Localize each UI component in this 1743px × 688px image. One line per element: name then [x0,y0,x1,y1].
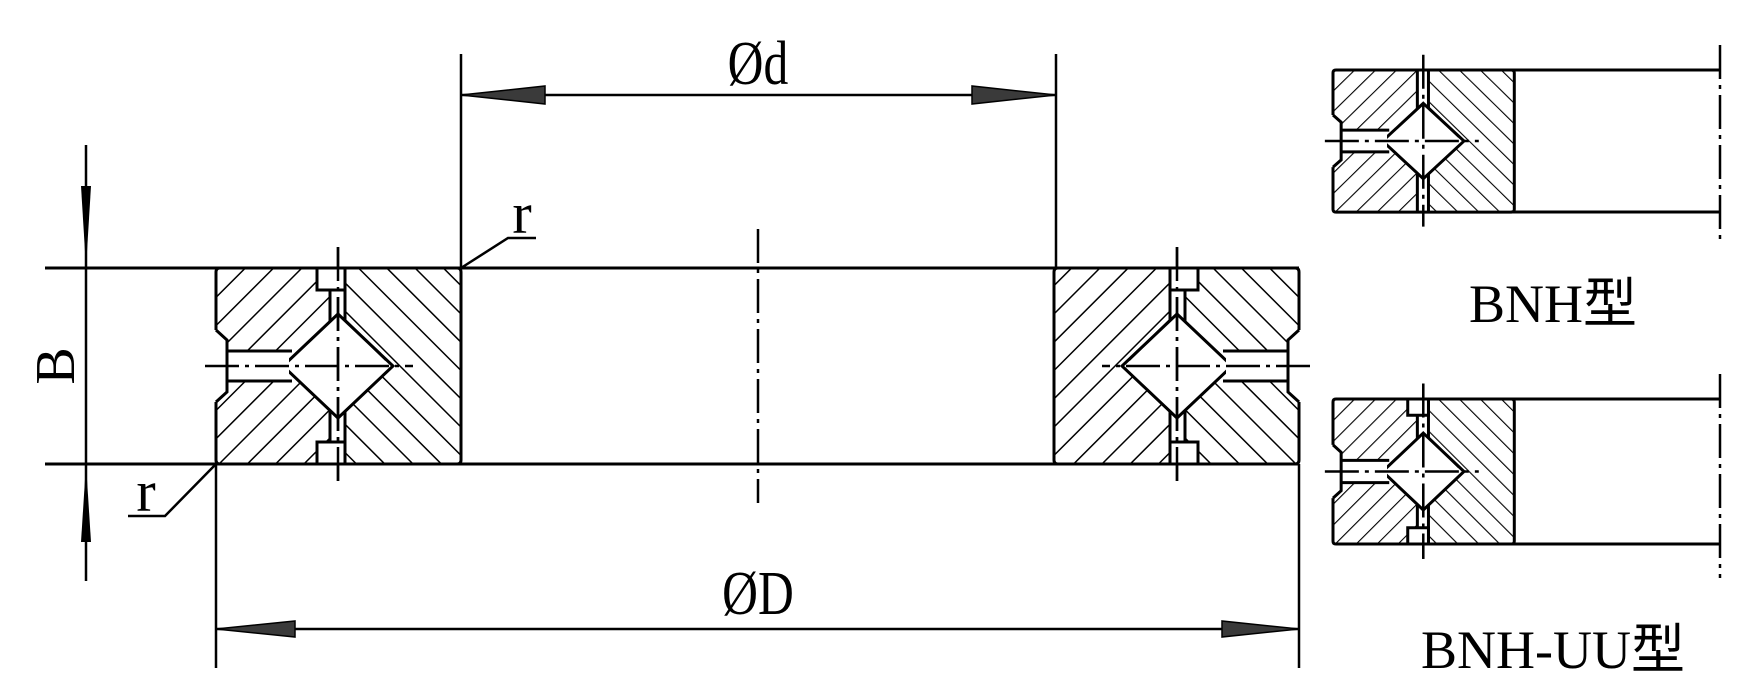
main-view: Ød ØD B r r [25,30,1312,668]
radius-bottom: r [128,459,216,524]
arrow-up-icon [81,464,91,542]
inner-diameter-dimension: Ød [461,30,1056,268]
width-label: B [25,347,87,384]
arrow-left-icon [215,620,296,638]
variant-bnh-uu: BNH-UU型 [1323,374,1720,680]
variant-bnh: BNH型 [1323,45,1720,334]
arrow-right-icon [971,85,1057,105]
variant-bnh-uu-label: BNH-UU型 [1421,620,1685,680]
arrow-down-icon [81,186,91,268]
width-dimension: B [25,145,91,581]
outer-diameter-label: ØD [722,560,794,628]
inner-diameter-label: Ød [728,30,789,98]
left-section [203,245,463,486]
radius-top-label: r [512,181,531,246]
arrow-right-icon [1221,620,1300,638]
radius-bottom-label: r [136,459,155,524]
radius-top: r [461,181,536,268]
variant-bnh-label: BNH型 [1469,274,1637,334]
right-section [1052,245,1312,486]
outer-diameter-dimension: ØD [216,464,1299,668]
arrow-left-icon [460,85,546,105]
